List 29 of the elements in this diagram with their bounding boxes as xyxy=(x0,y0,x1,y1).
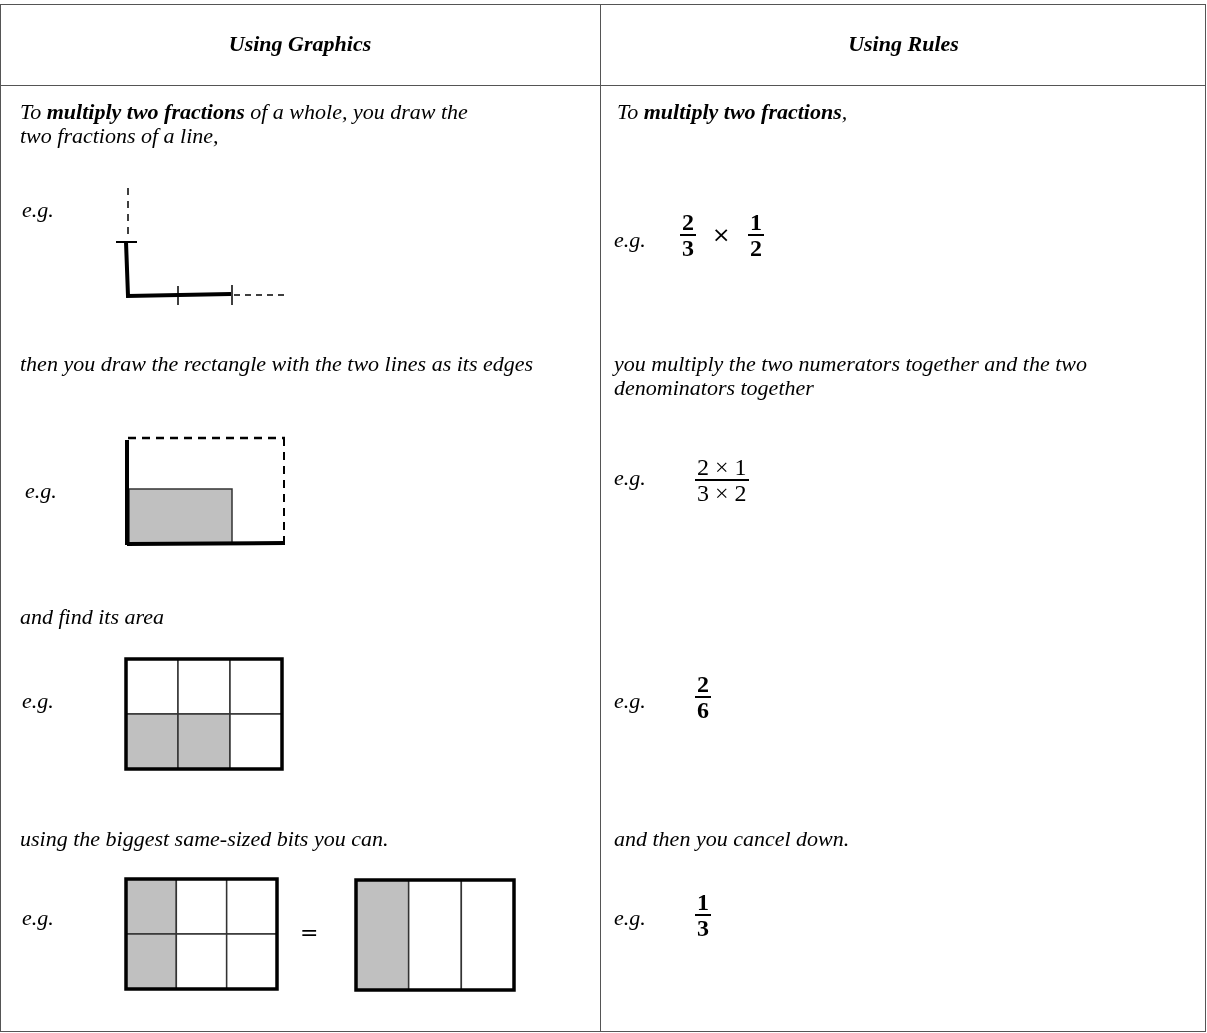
numerator: 2 × 1 xyxy=(696,455,748,479)
numerator: 1 xyxy=(749,210,763,234)
instruction-text: and find its area xyxy=(20,605,165,629)
example-label: e.g. xyxy=(614,905,646,931)
denominator: 3 xyxy=(696,916,710,940)
numerator: 1 xyxy=(696,890,710,914)
denominator: 6 xyxy=(696,698,710,722)
operator-symbol: × xyxy=(712,222,731,248)
instruction-text: then you draw the rectangle with the two lines as its edges xyxy=(20,352,535,376)
numerator: 2 xyxy=(696,672,710,696)
instruction-text: you multiply the two numerators together and the two denominators together xyxy=(614,352,1088,400)
example-label: e.g. xyxy=(22,688,54,714)
denominator: 2 xyxy=(749,236,763,260)
example-label: e.g. xyxy=(614,227,646,253)
example-label: e.g. xyxy=(614,688,646,714)
example-label: e.g. xyxy=(25,478,57,504)
column-header: Using Graphics xyxy=(227,30,373,58)
instruction-text: To multiply two fractions, xyxy=(617,100,849,124)
denominator: 3 xyxy=(681,236,695,260)
instruction-text: using the biggest same-sized bits you can. xyxy=(20,827,390,851)
instruction-text: and then you cancel down. xyxy=(614,827,851,851)
example-label: e.g. xyxy=(22,905,54,931)
example-label: e.g. xyxy=(614,465,646,491)
numerator: 2 xyxy=(681,210,695,234)
example-label: e.g. xyxy=(22,197,54,223)
column-header: Using Rules xyxy=(847,30,960,58)
denominator: 3 × 2 xyxy=(696,481,748,505)
operator-symbol: = xyxy=(300,920,319,946)
instruction-text: To multiply two fractions of a whole, you draw the two fractions of a line, xyxy=(20,100,469,148)
